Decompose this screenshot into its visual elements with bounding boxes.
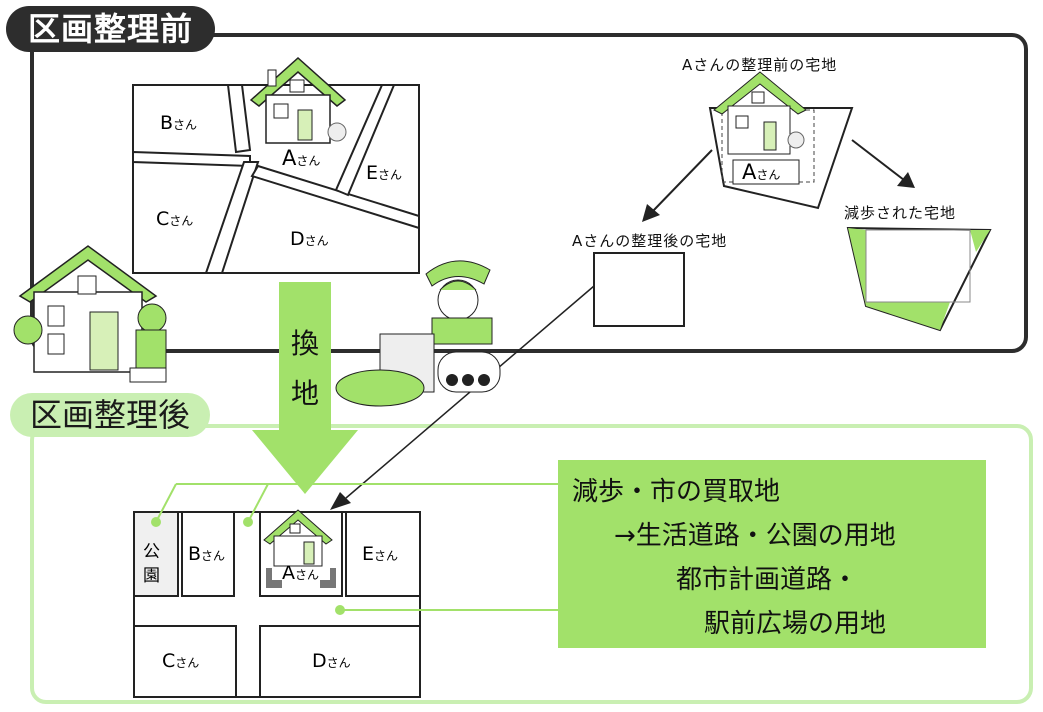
after-plot-a-label: Aさん <box>282 562 320 584</box>
after-plot-c-label: Cさん <box>162 650 200 672</box>
after-plot-b-label: Bさん <box>188 543 226 565</box>
after-title: 区画整理後 <box>10 393 211 437</box>
caption-a-before: Aさんの整理前の宅地 <box>682 56 838 74</box>
note-line-4: 駅前広場の用地 <box>704 609 887 639</box>
road-5 <box>334 84 396 197</box>
road-1 <box>226 84 252 154</box>
note-line-1: 減歩・市の買取地 <box>572 477 781 507</box>
note-line-2: →生活道路・公園の用地 <box>614 521 896 551</box>
road-3 <box>204 161 260 274</box>
worker-icon <box>13 315 43 345</box>
after-park-label: 公園 <box>143 542 160 586</box>
road-4 <box>250 164 420 230</box>
land-use-note: 減歩・市の買取地 →生活道路・公園の用地 都市計画道路・ 駅前広場の用地 <box>558 460 986 648</box>
before-plot-a: Aさん <box>282 146 321 170</box>
bush-icon <box>335 369 425 407</box>
caption-reduced: 減歩された宅地 <box>844 204 957 222</box>
before-plot-e: Eさん <box>366 162 403 184</box>
before-plot-b: Bさん <box>160 112 198 134</box>
after-plot-d-label: Dさん <box>312 650 351 672</box>
before-title: 区画整理前 <box>6 6 216 52</box>
after-plot-e-label: Eさん <box>362 543 399 565</box>
before-plot-d: Dさん <box>290 228 329 250</box>
after-panel <box>30 424 1033 704</box>
before-panel <box>30 33 1028 353</box>
before-plot-c: Cさん <box>156 208 194 230</box>
after-plot-e <box>345 511 421 597</box>
arrow-char-2: 地 <box>290 377 319 410</box>
after-plot-d <box>259 625 421 698</box>
replotting-arrow <box>279 282 331 432</box>
arrow-char-1: 換 <box>290 327 319 360</box>
after-plot-c <box>133 625 237 698</box>
after-plot-b <box>181 511 235 597</box>
a-before-plot-label: Aさん <box>742 160 781 184</box>
note-line-3: 都市計画道路・ <box>676 565 859 595</box>
caption-a-after: Aさんの整理後の宅地 <box>572 232 728 250</box>
